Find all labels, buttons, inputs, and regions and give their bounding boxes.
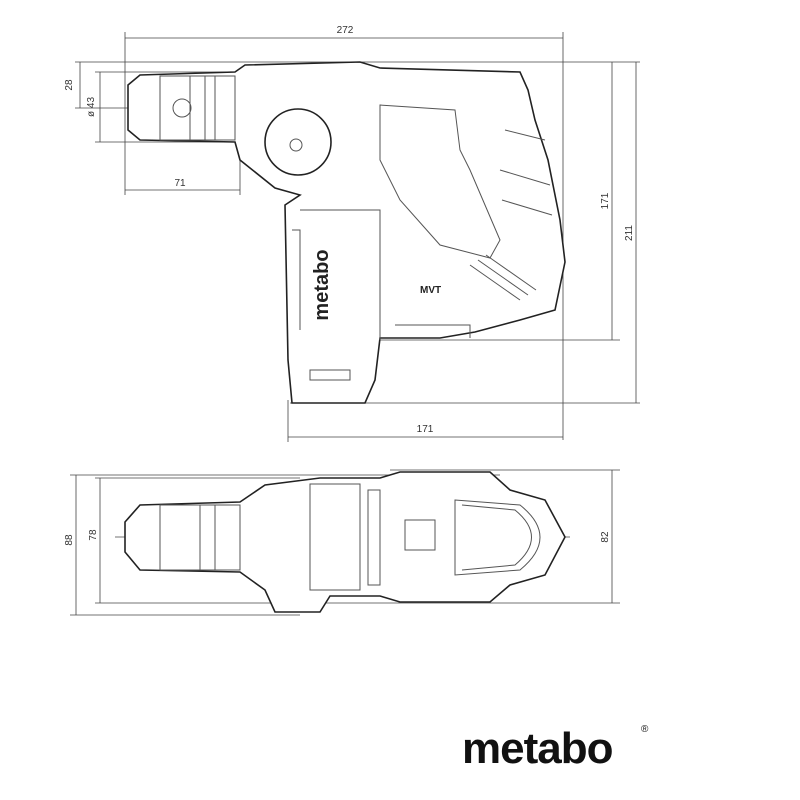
dim-71: 71 — [174, 178, 186, 189]
dimension-labels-side: 272 28 ø 43 71 171 211 171 — [64, 25, 635, 435]
dim-28: 28 — [64, 79, 75, 91]
mvt-label: MVT — [420, 285, 441, 296]
dim-82: 82 — [600, 531, 611, 543]
dim-171-horizontal: 171 — [417, 424, 434, 435]
hammer-top-view — [124, 471, 566, 613]
dimension-labels-top: 88 78 82 — [64, 529, 611, 546]
dim-171-vertical: 171 — [600, 192, 611, 209]
metabo-logo: metabo — [462, 724, 613, 773]
dim-43: ø 43 — [86, 97, 97, 117]
chuck-sleeve — [159, 75, 236, 141]
hammer-side-view: metabo MVT — [127, 61, 566, 404]
dim-272: 272 — [337, 25, 354, 36]
mode-selector-dial — [264, 108, 332, 176]
dim-211: 211 — [624, 225, 635, 241]
dim-78: 78 — [88, 529, 99, 541]
dim-88: 88 — [64, 534, 75, 546]
registered-mark: ® — [641, 724, 649, 735]
side-logo: metabo — [311, 249, 333, 320]
